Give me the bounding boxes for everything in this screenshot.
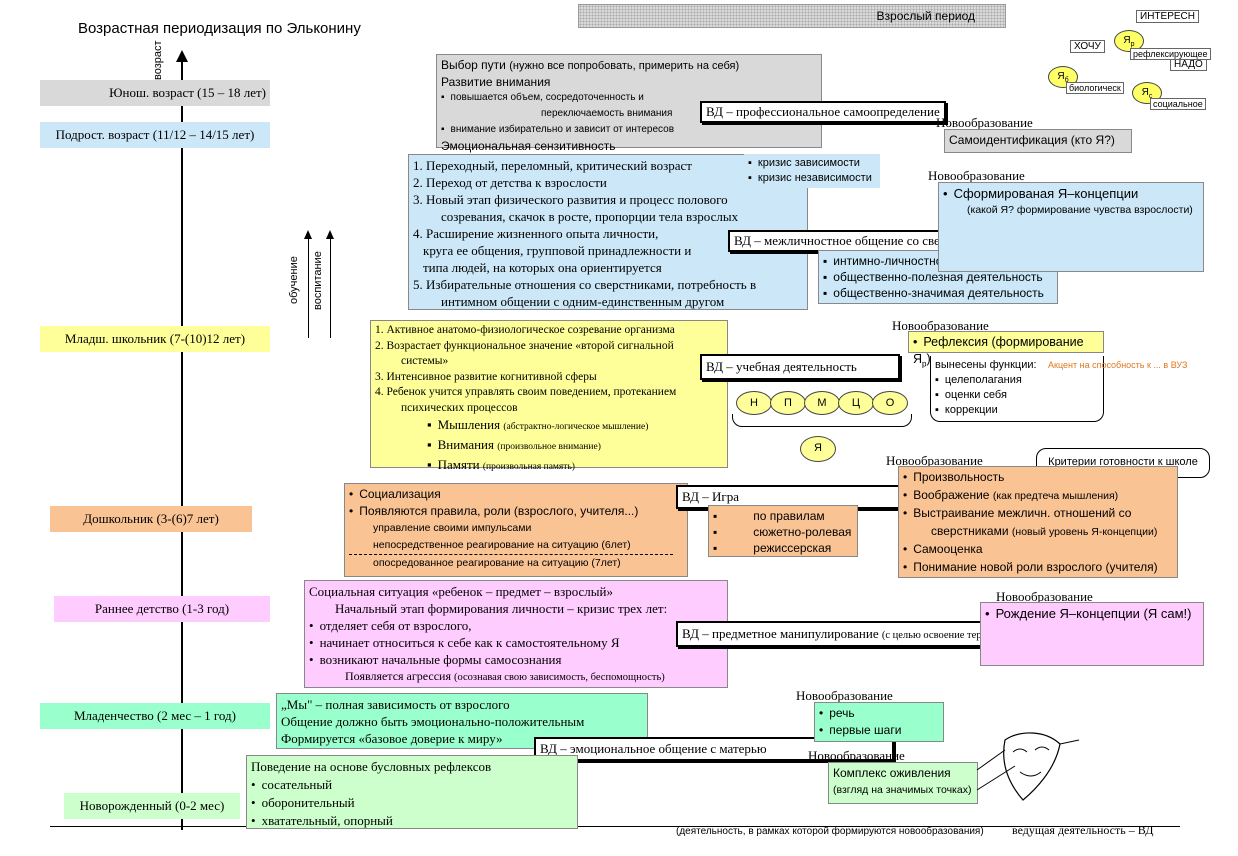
want-label: ХОЧУ — [1070, 40, 1105, 53]
junior-circle-n: Н — [736, 391, 772, 415]
youth-vd: ВД – профессиональное самоопределение — [700, 101, 946, 123]
social-label: социальное — [1150, 98, 1206, 110]
page-title: Возрастная периодизация по Эльконину — [78, 20, 361, 37]
learning-arrow-head — [304, 230, 312, 239]
stage-early: Раннее детство (1-3 год) — [54, 596, 270, 622]
junior-vd: ВД – учебная деятельность — [700, 354, 900, 380]
preschool-games-box: по правилам сюжетно-ролевая режиссерская — [708, 505, 858, 557]
stage-youth: Юнош. возраст (15 – 18 лет) — [40, 80, 270, 106]
teen-box: 1. Переходный, переломный, критический в… — [408, 154, 808, 310]
teen-neo-title: Новообразование — [928, 168, 1025, 183]
interest-label: ИНТЕРЕСН — [1136, 10, 1199, 23]
junior-neo-box: Рефлексия (формирование Яр) — [908, 331, 1104, 369]
stage-infancy: Младенчество (2 мес – 1 год) — [40, 703, 270, 729]
newborn-neo-box: Комплекс оживления (взгляд на значимых т… — [828, 762, 978, 804]
junior-note: Акцент на способность к ... в ВУЗ — [1048, 360, 1188, 370]
junior-circle-m: М — [804, 391, 840, 415]
face-drawing-icon — [976, 732, 1080, 801]
infancy-neo-title: Новообразование — [796, 688, 893, 703]
upbringing-label: воспитание — [312, 251, 324, 310]
vertical-axis — [181, 60, 183, 830]
youth-neo-title: Новообразование — [936, 115, 1033, 130]
adult-period-banner: Взрослый период — [578, 4, 1006, 28]
stage-teen: Подрост. возраст (11/12 – 14/15 лет) — [40, 122, 270, 148]
stage-preschool: Дошкольник (3-(6)7 лет) — [50, 506, 252, 532]
junior-box: 1. Активное анатомо-физиологическое созр… — [370, 320, 728, 472]
stage-junior-school: Младш. школьник (7-(10)12 лет) — [40, 326, 270, 352]
upbringing-arrow — [330, 238, 331, 338]
learning-label: обучение — [288, 256, 300, 304]
stage-newborn: Новорожденный (0-2 мес) — [64, 793, 240, 819]
preschool-neo-box: Произвольность Воображение (как предтеча… — [898, 466, 1178, 578]
early-box: Социальная ситуация «ребенок – предмет –… — [304, 580, 728, 688]
ya-r-ellipse: Яр — [1114, 30, 1144, 52]
youth-neo-box: Самоидентификация (кто Я?) — [944, 129, 1132, 153]
horizontal-axis-label: ведущая деятельность – ВД — [1012, 823, 1154, 837]
junior-circle-p: П — [770, 391, 806, 415]
biological-label: биологическ — [1066, 82, 1124, 94]
vertical-axis-arrow — [176, 50, 188, 62]
vertical-axis-label: возраст — [152, 40, 164, 80]
adult-period-label: Взрослый период — [876, 9, 975, 23]
newborn-box: Поведение на основе бусловных рефлексов … — [246, 755, 578, 829]
junior-brace — [732, 414, 912, 427]
junior-circle-ya: Я — [800, 436, 836, 462]
stage-junior-label: Младш. школьник (7-(10)12 лет) — [64, 331, 246, 346]
junior-funcs-box: вынесены функции: целеполагания оценки с… — [930, 356, 1104, 422]
teen-neo-box: Сформированая Я–концепции (какой Я? форм… — [938, 182, 1204, 272]
stage-early-label: Раннее детство (1-3 год) — [94, 601, 230, 616]
upbringing-arrow-head — [326, 230, 334, 239]
learning-arrow — [308, 238, 309, 338]
horizontal-axis-note: (деятельность, в рамках которой формирую… — [676, 826, 984, 837]
self-diagram: ИНТЕРЕСН ХОЧУ НАДО Яр Яб Яс рефлексирующ… — [1040, 6, 1238, 116]
youth-box: Выбор пути (нужно все попробовать, приме… — [436, 54, 822, 153]
teen-vd: ВД – межличностное общение со сверстника… — [728, 230, 1005, 252]
stage-teen-label: Подрост. возраст (11/12 – 14/15 лет) — [55, 127, 255, 142]
early-neo-box: Рождение Я–концепции (Я сам!) — [980, 602, 1204, 666]
preschool-box: Социализация Появляются правила, роли (в… — [344, 483, 688, 577]
infancy-neo-box: речь первые шаги — [814, 702, 944, 742]
early-neo-title: Новообразование — [996, 589, 1093, 604]
teen-crisis-box: кризис зависимости кризис независимости — [744, 154, 880, 188]
junior-circle-o: О — [872, 391, 908, 415]
preschool-neo-title: Новообразование — [886, 453, 983, 468]
junior-neo-title: Новообразование — [892, 318, 989, 333]
stage-newborn-label: Новорожденный (0-2 мес) — [79, 798, 225, 813]
horizontal-axis — [50, 826, 1180, 827]
stage-preschool-label: Дошкольник (3-(6)7 лет) — [83, 511, 219, 526]
reflecting-label: рефлексирующее — [1130, 48, 1211, 60]
junior-circle-ts: Ц — [838, 391, 874, 415]
stage-infancy-label: Младенчество (2 мес – 1 год) — [73, 708, 237, 723]
newborn-neo-title: Новообразование — [808, 748, 905, 763]
stage-youth-label: Юнош. возраст (15 – 18 лет) — [109, 85, 266, 100]
